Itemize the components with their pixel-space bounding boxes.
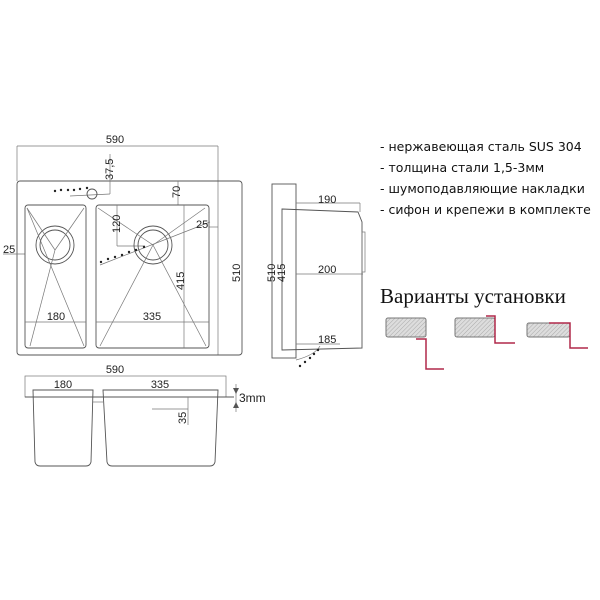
right-bowl bbox=[95, 204, 210, 349]
dim-180-front: 180 bbox=[54, 379, 72, 391]
dim-190: 190 bbox=[318, 194, 336, 206]
install-variants bbox=[385, 315, 588, 370]
dim-510: 510 bbox=[231, 264, 243, 282]
front-view: 590 180 335 35 3mm bbox=[24, 364, 266, 467]
feature-item: - нержавеющая сталь SUS 304 bbox=[380, 139, 582, 154]
dim-width: 590 bbox=[106, 134, 124, 146]
dim-415: 415 bbox=[175, 272, 187, 290]
dim-510-side: 510 bbox=[266, 264, 278, 282]
dim-415-side: 415 bbox=[276, 264, 288, 282]
dim-590-front: 590 bbox=[106, 364, 124, 376]
dim-180: 180 bbox=[47, 311, 65, 323]
left-bowl bbox=[24, 204, 87, 349]
install-title: Варианты установки bbox=[380, 284, 566, 308]
dim-335-front: 335 bbox=[151, 379, 169, 391]
dim-70: 70 bbox=[171, 186, 183, 198]
dim-335: 335 bbox=[143, 311, 161, 323]
variant-undermount bbox=[385, 317, 444, 370]
sink-outline bbox=[16, 180, 243, 356]
variant-overmount bbox=[526, 322, 588, 349]
dim-200: 200 bbox=[318, 264, 336, 276]
feature-item: - шумоподавляющие накладки bbox=[380, 181, 585, 196]
top-view: 590 37,5 70 120 25 25 415 510 180 335 bbox=[3, 134, 243, 356]
faucet-hole bbox=[86, 188, 98, 200]
feature-item: - толщина стали 1,5-3мм bbox=[380, 160, 545, 175]
dim-faucet: 37,5 bbox=[104, 159, 116, 180]
dim-185: 185 bbox=[318, 334, 336, 346]
dim-25-left: 25 bbox=[3, 244, 15, 256]
dim-25-right: 25 bbox=[196, 219, 208, 231]
variant-flush bbox=[454, 315, 515, 344]
dim-35: 35 bbox=[177, 412, 189, 424]
dim-120: 120 bbox=[111, 215, 123, 233]
side-view: 190 200 510 415 185 bbox=[266, 183, 366, 368]
dim-3mm: 3mm bbox=[239, 391, 266, 405]
feature-list: - нержавеющая сталь SUS 304 - толщина ст… bbox=[380, 136, 591, 220]
feature-item: - сифон и крепежи в комплекте bbox=[380, 202, 591, 217]
